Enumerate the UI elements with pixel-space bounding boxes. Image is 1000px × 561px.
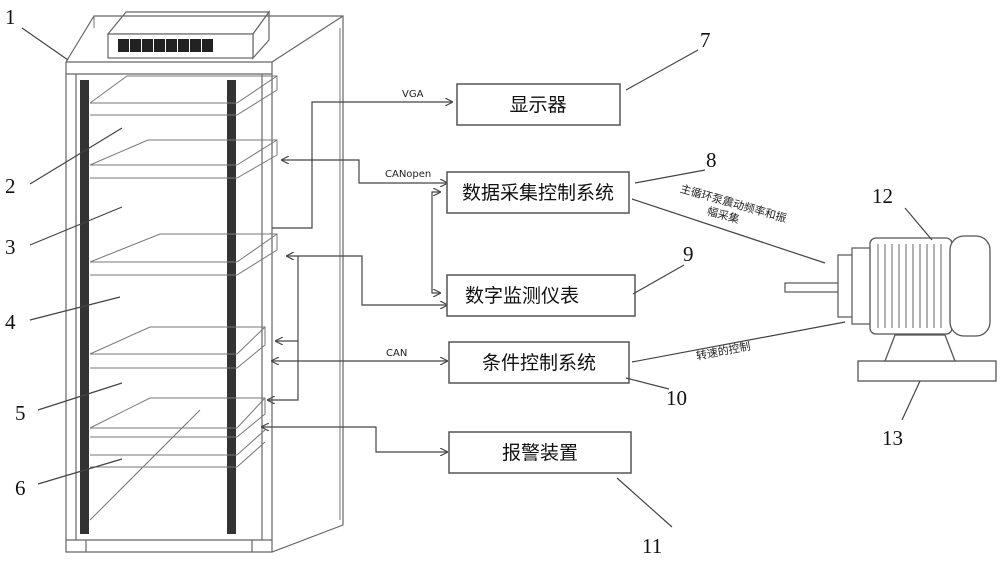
label-7: 7 xyxy=(700,28,711,52)
canopen-label: CANopen xyxy=(385,169,431,180)
top-fan-unit xyxy=(106,10,271,60)
speed-annotation: 转速的控制 xyxy=(695,339,752,363)
label-6: 6 xyxy=(15,476,26,500)
condition-label: 条件控制系统 xyxy=(482,352,596,374)
right-rail xyxy=(227,80,236,534)
motor-base xyxy=(857,360,997,382)
label-8: 8 xyxy=(706,148,717,172)
daq-box: 数据采集控制系统 xyxy=(446,171,630,214)
condition-box: 条件控制系统 xyxy=(448,341,630,384)
label-5: 5 xyxy=(15,401,26,425)
shelf-1 xyxy=(89,75,278,116)
label-1: 1 xyxy=(5,5,16,29)
shelf-4 xyxy=(89,326,266,369)
shelf-5 xyxy=(89,397,266,521)
can-label: CAN xyxy=(386,348,407,359)
left-rail xyxy=(80,80,89,534)
shelf-2 xyxy=(89,139,278,179)
left-leaders xyxy=(21,27,123,485)
server-cabinet xyxy=(65,10,344,553)
vga-label: VGA xyxy=(402,89,424,100)
motor-shaft xyxy=(784,282,841,293)
alarm-label: 报警装置 xyxy=(502,442,578,464)
label-10: 10 xyxy=(666,386,687,410)
daq-label: 数据采集控制系统 xyxy=(462,182,614,204)
label-13: 13 xyxy=(882,426,903,450)
display-box: 显示器 xyxy=(456,83,621,126)
label-9: 9 xyxy=(683,242,694,266)
speed-line xyxy=(631,321,846,363)
label-3: 3 xyxy=(5,235,16,259)
label-11: 11 xyxy=(642,534,662,558)
label-2: 2 xyxy=(5,174,16,198)
pump-motor xyxy=(784,235,997,382)
shelf-3 xyxy=(89,233,278,276)
label-12: 12 xyxy=(872,184,893,208)
connections xyxy=(262,102,452,452)
meter-box: 数字监测仪表 xyxy=(446,274,636,317)
display-label: 显示器 xyxy=(509,94,566,116)
vibration-line xyxy=(631,198,826,264)
alarm-box: 报警装置 xyxy=(448,431,632,474)
label-4: 4 xyxy=(5,310,16,334)
meter-label: 数字监测仪表 xyxy=(465,285,579,307)
right-leaders xyxy=(616,49,933,528)
